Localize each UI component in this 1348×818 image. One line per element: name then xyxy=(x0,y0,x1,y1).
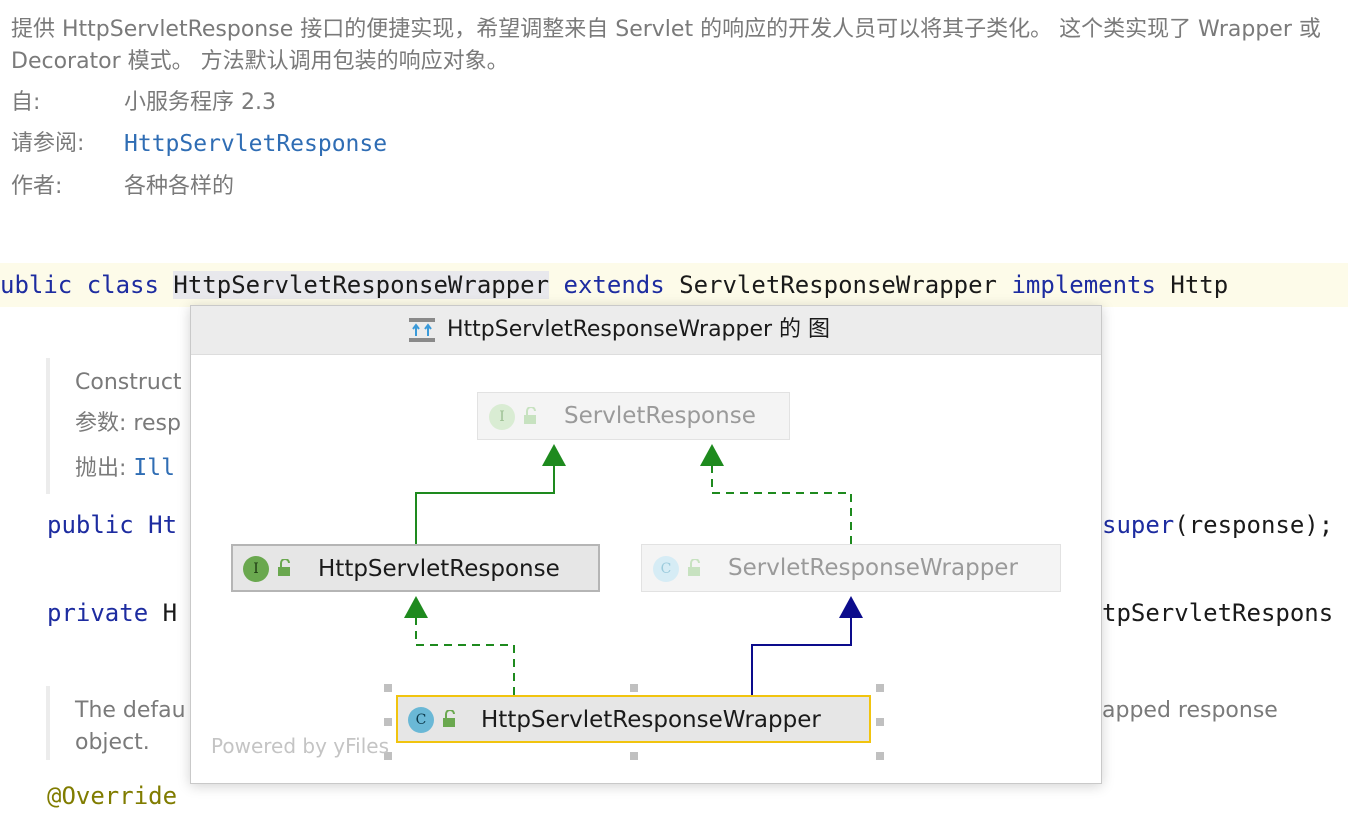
diagram-edges xyxy=(404,444,863,695)
popup-header: HttpServletResponseWrapper 的 图 xyxy=(191,306,1101,355)
throws-link[interactable]: Ill xyxy=(133,455,175,481)
see-also-link[interactable]: HttpServletResponse xyxy=(124,131,388,157)
interface-name[interactable]: Http xyxy=(1170,271,1229,299)
edge-servletresponsewrapper-implements-servletresponse xyxy=(700,444,852,544)
see-also-label: 请参阅: xyxy=(11,131,85,156)
resize-handle-bottom[interactable] xyxy=(630,752,638,760)
resize-handle-bottom-right[interactable] xyxy=(876,752,884,760)
superclass-name[interactable]: ServletResponseWrapper xyxy=(679,271,998,299)
edge-wrapper-extends-servletresponsewrapper xyxy=(751,596,863,695)
resize-handle-bottom-left[interactable] xyxy=(384,752,392,760)
node-http-servlet-response-wrapper[interactable]: C HttpServletResponseWrapper xyxy=(396,695,871,743)
ctor-doc-params: 参数: resp xyxy=(75,408,181,440)
unlocked-icon xyxy=(524,407,536,424)
kw-private: private xyxy=(47,599,163,627)
kw-public-class: ublic class xyxy=(0,271,174,299)
default-doc-bar xyxy=(46,686,50,760)
edge-wrapper-implements-httpservletresponse xyxy=(404,596,515,695)
node-label: HttpServletResponse xyxy=(318,556,560,582)
kw-public: public xyxy=(47,511,149,539)
kw-super: super xyxy=(1102,511,1175,539)
field-type[interactable]: H xyxy=(162,599,178,627)
class-description: 提供 HttpServletResponse 接口的便捷实现，希望调整来自 Se… xyxy=(11,17,1321,74)
edge-httpservletresponse-extends-servletresponse xyxy=(415,444,566,544)
interface-badge-icon: I xyxy=(243,556,269,582)
unlocked-icon xyxy=(443,710,455,727)
class-name[interactable]: HttpServletResponseWrapper xyxy=(173,271,550,299)
class-badge-icon: C xyxy=(653,556,679,582)
popup-title: HttpServletResponseWrapper 的 图 xyxy=(447,317,831,342)
default-doc-right: apped response xyxy=(1102,698,1278,723)
params-label: 参数: xyxy=(75,411,134,436)
node-http-servlet-response[interactable]: I HttpServletResponse xyxy=(231,544,600,592)
class-declaration: ublic class HttpServletResponseWrapper e… xyxy=(0,263,1228,307)
kw-extends: extends xyxy=(549,271,680,299)
field-line-left: private H xyxy=(47,591,177,635)
field-line-right: tpServletRespons xyxy=(1102,599,1334,627)
default-doc-line2: object. xyxy=(75,730,150,755)
override-annotation: @Override xyxy=(47,782,178,810)
node-label: ServletResponse xyxy=(564,403,756,429)
resize-handle-top[interactable] xyxy=(630,684,638,692)
ctor-doc-text: Construct xyxy=(75,370,182,395)
resize-handle-left[interactable] xyxy=(384,718,392,726)
diagram-popup[interactable]: HttpServletResponseWrapper 的 图 xyxy=(190,305,1102,784)
interface-badge-icon: I xyxy=(489,404,515,430)
hierarchy-icon xyxy=(409,318,435,342)
ctor-line-right: super(response); xyxy=(1102,503,1333,547)
kw-implements: implements xyxy=(997,271,1171,299)
node-servlet-response[interactable]: I ServletResponse xyxy=(477,392,790,440)
default-doc-line1: The defau xyxy=(75,698,186,723)
ctor-doc-throws: 抛出: Ill xyxy=(75,452,175,485)
super-call-args: (response); xyxy=(1174,511,1334,539)
class-badge-icon: C xyxy=(408,707,434,733)
throws-label: 抛出: xyxy=(75,456,134,481)
resize-handle-right[interactable] xyxy=(876,718,884,726)
author-label: 作者: xyxy=(11,174,63,199)
ctor-doc-bar xyxy=(46,358,50,494)
params-value: resp xyxy=(133,411,181,436)
node-label: HttpServletResponseWrapper xyxy=(481,707,821,733)
since-value: 小服务程序 2.3 xyxy=(124,90,276,115)
resize-handle-top-right[interactable] xyxy=(876,684,884,692)
author-value: 各种各样的 xyxy=(124,174,235,199)
unlocked-icon xyxy=(688,559,700,576)
ctor-line-left: public Ht xyxy=(47,503,177,547)
node-servlet-response-wrapper[interactable]: C ServletResponseWrapper xyxy=(641,544,1061,592)
since-label: 自: xyxy=(11,90,41,115)
resize-handle-top-left[interactable] xyxy=(384,684,392,692)
ctor-name[interactable]: Ht xyxy=(148,511,178,539)
unlocked-icon xyxy=(278,559,290,576)
powered-by-watermark: Powered by yFiles xyxy=(211,734,389,758)
node-label: ServletResponseWrapper xyxy=(728,555,1018,581)
